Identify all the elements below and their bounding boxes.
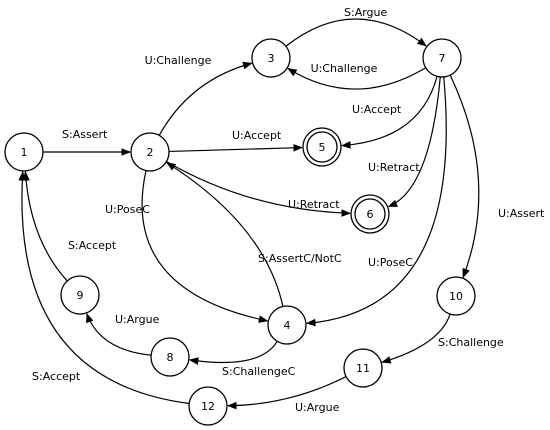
state-node-8-label: 8 [167,351,174,364]
state-node-7: 7 [422,38,462,78]
edge-12-to-1 [18,171,190,405]
edge-7-to-5 [340,76,438,149]
state-node-1-label: 1 [21,146,28,159]
state-node-3-label: 3 [268,52,275,65]
edge-7-to-6 [387,76,441,208]
edge-label-2-to-3: U:Challenge [145,54,212,67]
state-node-11-label: 11 [356,362,370,375]
edge-4-to-2 [166,162,284,307]
state-node-2-label: 2 [147,146,154,159]
state-node-7-label: 7 [439,52,446,65]
edge-label-3-to-7: S:Argue [344,6,387,19]
edge-10-to-11 [381,313,451,364]
edge-label-10-to-11: S:Challenge [438,336,504,349]
edge-label-7-to-5: U:Accept [352,103,402,116]
state-node-6-final-ring [354,198,386,230]
edge-label-7-to-3: U:Challenge [311,62,378,75]
state-node-12-label: 12 [201,400,215,413]
state-node-1: 1 [4,132,44,172]
state-node-10-circle [436,276,476,316]
edge-label-2-to-6: U:Retract [288,198,340,211]
edge-label-7-to-6: U:Retract [368,161,420,174]
state-node-9: 9 [60,275,100,315]
state-node-7-circle [422,38,462,78]
edge-label-1-to-2: S:Assert [62,128,108,141]
edge-11-to-12 [227,376,347,410]
edge-2-to-3 [158,61,253,136]
state-node-12-circle [188,386,228,426]
state-node-4-circle [267,305,307,345]
state-node-6-circle [350,194,390,234]
state-node-5: 5 [302,127,342,167]
edge-label-2-to-5: U:Accept [232,129,282,142]
edge-7-to-10 [449,74,480,279]
state-node-6-label: 6 [367,208,374,221]
edge-9-to-1 [22,170,68,282]
edge-4-to-8 [188,340,278,365]
edge-label-4-to-8: S:ChallengeC [222,365,296,378]
edge-3-to-7 [285,18,427,47]
state-node-3: 3 [251,38,291,78]
state-node-5-label: 5 [319,141,326,154]
state-node-5-circle [302,127,342,167]
edge-label-9-to-1: S:Accept [68,239,117,252]
edge-7-to-3 [287,67,426,90]
state-node-2: 2 [130,132,170,172]
state-node-2-circle [130,132,170,172]
state-node-8: 8 [150,337,190,377]
edge-labels-layer: S:Assert U:Challenge S:ArgueU:ChallengeU:A… [32,6,545,414]
state-node-10-label: 10 [449,290,463,303]
state-node-4: 4 [267,305,307,345]
edge-2-to-6 [166,161,351,217]
state-node-10: 10 [436,276,476,316]
state-node-9-circle [60,275,100,315]
state-node-12: 12 [188,386,228,426]
edge-label-7-to-10: U:Assert [498,207,545,220]
edge-label-12-to-1: S:Accept [32,370,81,383]
state-node-4-label: 4 [284,319,291,332]
edge-8-to-9 [86,312,152,356]
edge-7-to-4 [305,76,447,327]
state-node-1-circle [4,132,44,172]
edge-2-to-4 [141,170,269,323]
state-node-11-circle [343,348,383,388]
state-node-6: 6 [350,194,390,234]
state-node-3-circle [251,38,291,78]
edge-label-2-to-4: U:PoseC [105,203,150,216]
state-node-11: 11 [343,348,383,388]
state-node-8-circle [150,337,190,377]
edge-label-7-to-4: U:PoseC [368,256,413,269]
state-node-9-label: 9 [77,289,84,302]
edge-2-to-5 [168,143,303,153]
edge-label-4-to-2: S:AssertC/NotC [258,252,342,265]
edge-label-11-to-12: U:Argue [295,401,340,414]
edges-layer [18,18,480,410]
edge-label-8-to-9: U:Argue [115,313,160,326]
state-node-5-final-ring [306,131,338,163]
